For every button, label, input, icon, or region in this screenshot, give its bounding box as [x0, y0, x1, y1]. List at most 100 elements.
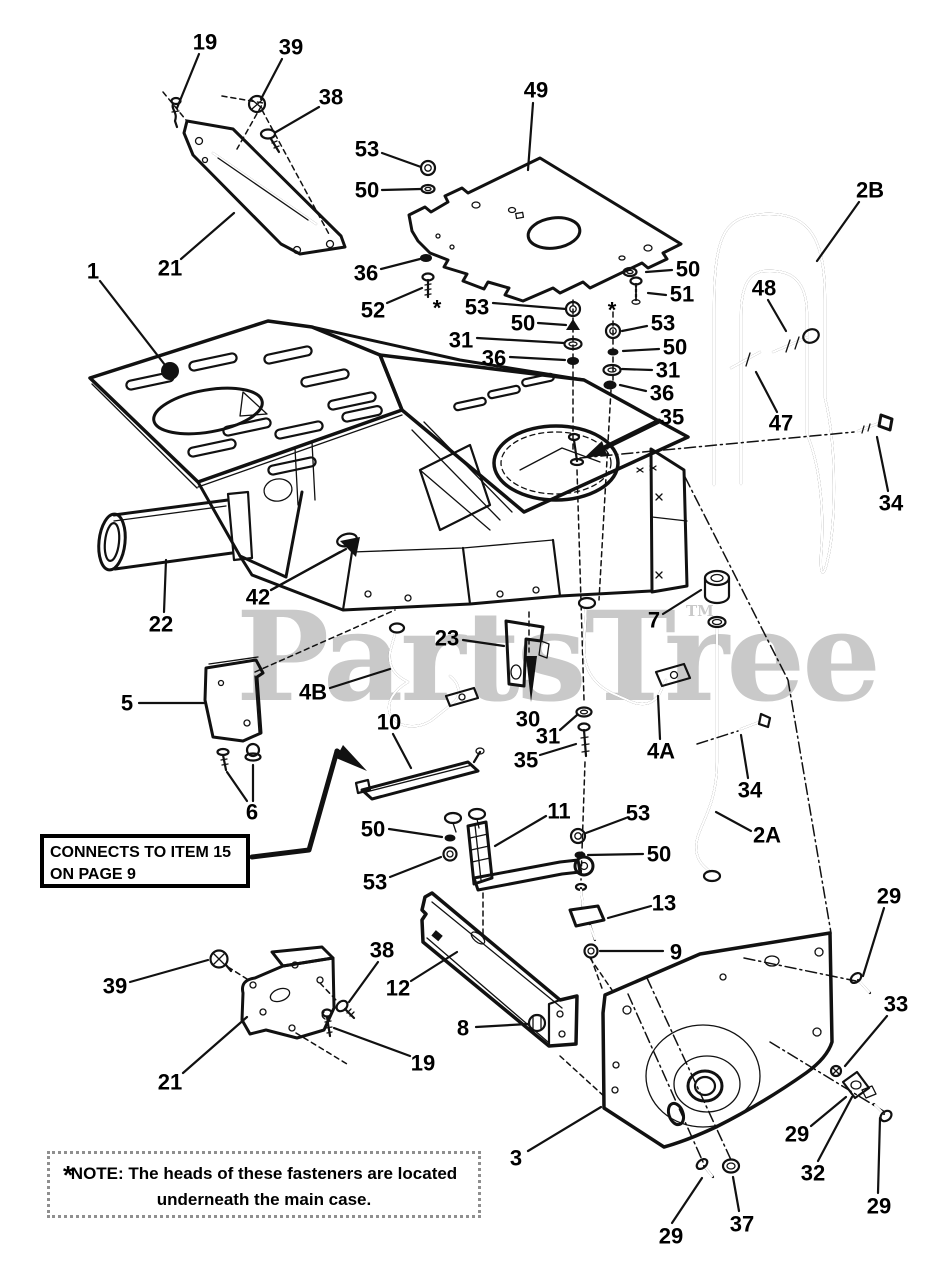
- callout-37: 37: [730, 1212, 754, 1237]
- part-bolt-48: [771, 328, 820, 354]
- callout-29: 29: [785, 1122, 809, 1147]
- callout-1: 1: [87, 259, 99, 284]
- leader-line: [379, 257, 422, 271]
- leader-line: [259, 57, 284, 101]
- leader-line: [491, 301, 568, 311]
- leader-line: [646, 291, 668, 297]
- pin-19-bottom: [321, 1008, 333, 1038]
- part-bracket-5: [203, 656, 265, 772]
- bolt-29-right: [872, 1102, 893, 1123]
- callout-13: 13: [652, 891, 676, 916]
- callout-35: 35: [660, 405, 684, 430]
- leader-line: [584, 816, 628, 835]
- callout-34: 34: [879, 491, 904, 516]
- leader-line: [385, 286, 424, 305]
- callout-asterisk: *: [433, 296, 442, 321]
- callout-35: 35: [514, 748, 538, 773]
- callout-21: 21: [158, 1070, 182, 1095]
- callout-39: 39: [103, 974, 127, 999]
- callout-36: 36: [482, 346, 506, 371]
- nut-53-midL: [442, 846, 458, 862]
- callout-53: 53: [626, 801, 650, 826]
- leader-line: [493, 814, 548, 848]
- arrow-connects: [336, 745, 367, 771]
- callout-31: 31: [656, 358, 680, 383]
- callout-36: 36: [354, 261, 378, 286]
- leader-line: [409, 950, 459, 983]
- leader-line: [175, 52, 201, 110]
- leader-line: [586, 852, 645, 857]
- washer-50-top: [420, 183, 436, 195]
- leader-line: [606, 904, 653, 920]
- nut-33: [829, 1064, 843, 1078]
- callout-53: 53: [363, 870, 387, 895]
- callout-29: 29: [659, 1224, 683, 1249]
- callout-32: 32: [801, 1161, 825, 1186]
- part-plate-49: [407, 156, 683, 303]
- bolt-39-bottom: [209, 949, 233, 973]
- callout-23: 23: [435, 626, 459, 651]
- callout-4B: 4B: [299, 680, 327, 705]
- callout-50: 50: [511, 311, 535, 336]
- leader-line: [661, 588, 703, 616]
- leader-line: [731, 1175, 741, 1213]
- leader-line: [128, 958, 210, 984]
- leader-line: [843, 1014, 889, 1068]
- arrow-30: [526, 656, 537, 702]
- nut-32: [841, 1070, 877, 1100]
- leader-line: [536, 321, 568, 327]
- nut-53-top: [419, 159, 437, 177]
- nut-6: [244, 742, 262, 762]
- callout-50: 50: [663, 335, 687, 360]
- callout-5: 5: [121, 691, 133, 716]
- callout-36: 36: [650, 381, 674, 406]
- leader-line: [387, 827, 444, 839]
- leader-line: [739, 733, 750, 780]
- bolt-35-mid: [577, 722, 591, 758]
- callout-49: 49: [524, 78, 548, 103]
- callout-30: 30: [516, 707, 540, 732]
- callout-2B: 2B: [856, 178, 884, 203]
- callout-10: 10: [377, 710, 401, 735]
- leader-line: [162, 558, 168, 614]
- leader-line: [754, 370, 779, 414]
- leader-line: [475, 336, 566, 345]
- leader-line: [620, 367, 654, 372]
- leader-line: [274, 105, 321, 134]
- callout-31: 31: [536, 724, 560, 749]
- note-asterisk: *: [63, 1160, 74, 1190]
- callout-53: 53: [465, 295, 489, 320]
- bolt-51: [629, 276, 643, 305]
- nut-53-midR: [569, 827, 587, 845]
- leader-line: [656, 694, 662, 741]
- callout-48: 48: [752, 276, 776, 301]
- ref-dot-1: [161, 362, 179, 380]
- part-tube-2A: [695, 615, 727, 883]
- bolt-29-bottom: [695, 1157, 715, 1179]
- callout-2A: 2A: [753, 823, 781, 848]
- callout-8: 8: [457, 1016, 469, 1041]
- bolt-34-bottom: [696, 712, 772, 745]
- leader-line: [766, 298, 788, 333]
- part-bracket-23: [504, 611, 550, 702]
- callout-52: 52: [361, 298, 385, 323]
- part-bracket-21-top: [162, 91, 347, 256]
- nut-50-stackR: [607, 348, 619, 356]
- callout-31: 31: [449, 328, 473, 353]
- leader-line: [181, 1015, 249, 1075]
- nut-36-stackR: [603, 380, 617, 390]
- leader-line: [474, 1022, 530, 1029]
- leader-line: [380, 151, 423, 169]
- washer-31-stackR: [602, 363, 622, 377]
- leader-line: [328, 667, 392, 690]
- leader-line: [380, 187, 423, 192]
- leader-line: [714, 810, 753, 833]
- bolt-50-stackL: [566, 319, 580, 330]
- leader-line: [875, 435, 890, 493]
- leader-line: [644, 268, 674, 274]
- part-tube-4B: [387, 622, 480, 728]
- part-bracket-21-bottom: [209, 945, 356, 1065]
- part-spacer-7: [703, 569, 731, 605]
- part-case-plate-3: [589, 476, 893, 1179]
